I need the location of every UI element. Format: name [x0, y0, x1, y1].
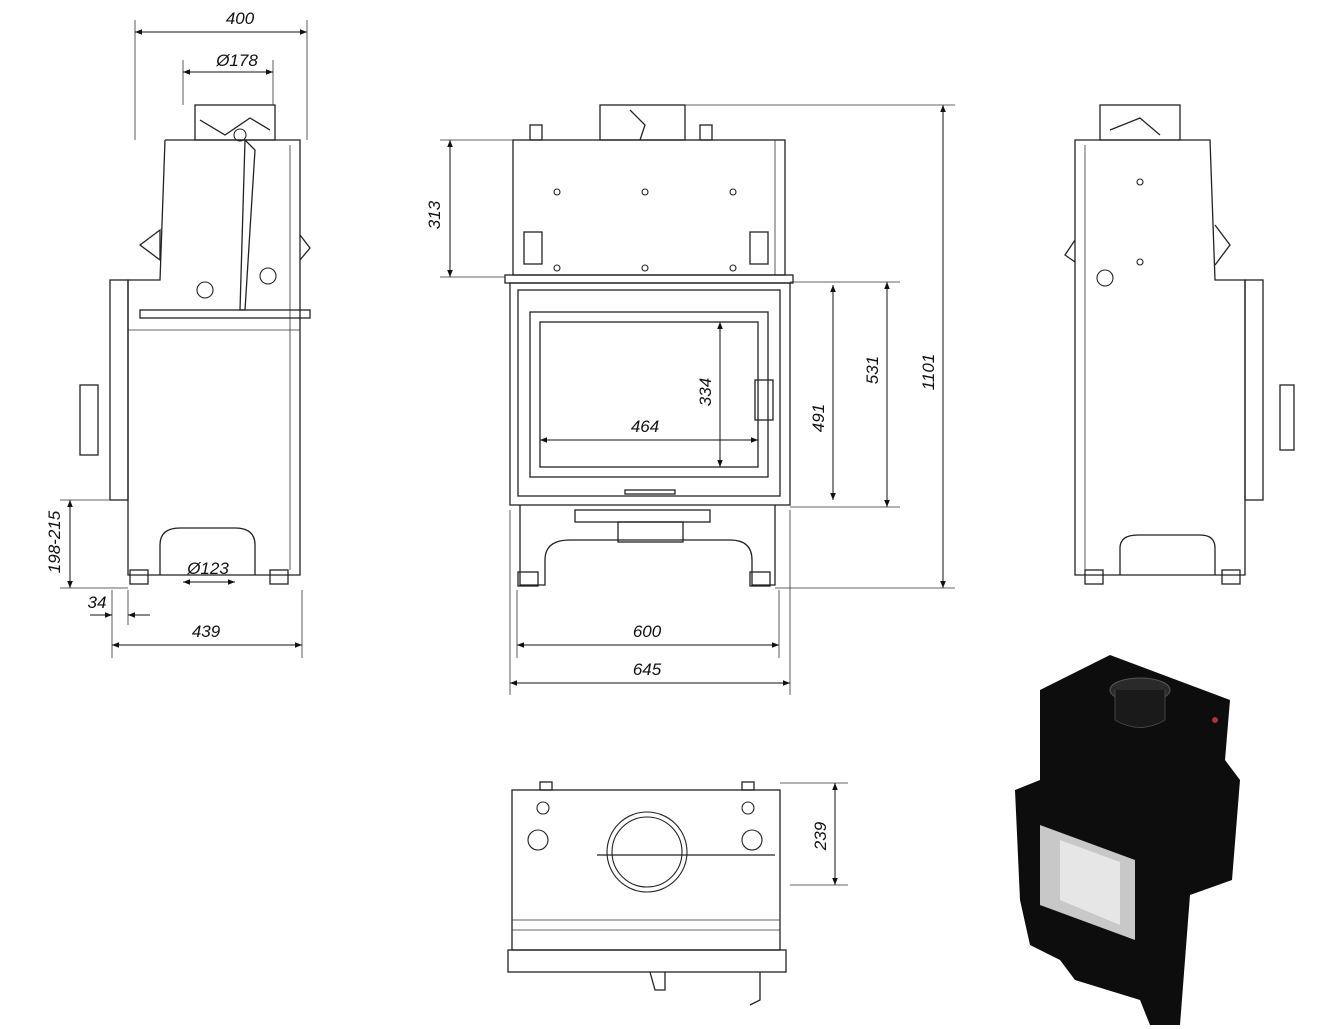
- dim-inlet-123: Ø123: [186, 559, 229, 578]
- dim-239: 239: [811, 821, 830, 851]
- dim-400: 400: [226, 9, 255, 28]
- dim-flue-178: Ø178: [215, 51, 258, 70]
- side-view-right: [1064, 104, 1295, 585]
- dim-600: 600: [633, 622, 662, 641]
- dim-531: 531: [863, 356, 882, 384]
- dim-491: 491: [809, 404, 828, 432]
- dimension-lines: [60, 20, 955, 886]
- dim-1101: 1101: [919, 354, 938, 391]
- dim-464: 464: [631, 417, 659, 436]
- front-view: [504, 104, 794, 587]
- dim-313: 313: [425, 200, 444, 229]
- dimension-labels: 400 Ø178 313 1101 531 491 334 464 198-21…: [45, 9, 938, 851]
- top-view: [507, 781, 787, 1006]
- dim-645: 645: [633, 660, 662, 679]
- dim-439: 439: [192, 622, 221, 641]
- dim-34: 34: [88, 593, 107, 612]
- side-view-left: [79, 104, 311, 585]
- dim-198-215: 198-215: [45, 510, 64, 573]
- fireplace-3d-render: [1015, 655, 1240, 1025]
- dim-334: 334: [696, 378, 715, 406]
